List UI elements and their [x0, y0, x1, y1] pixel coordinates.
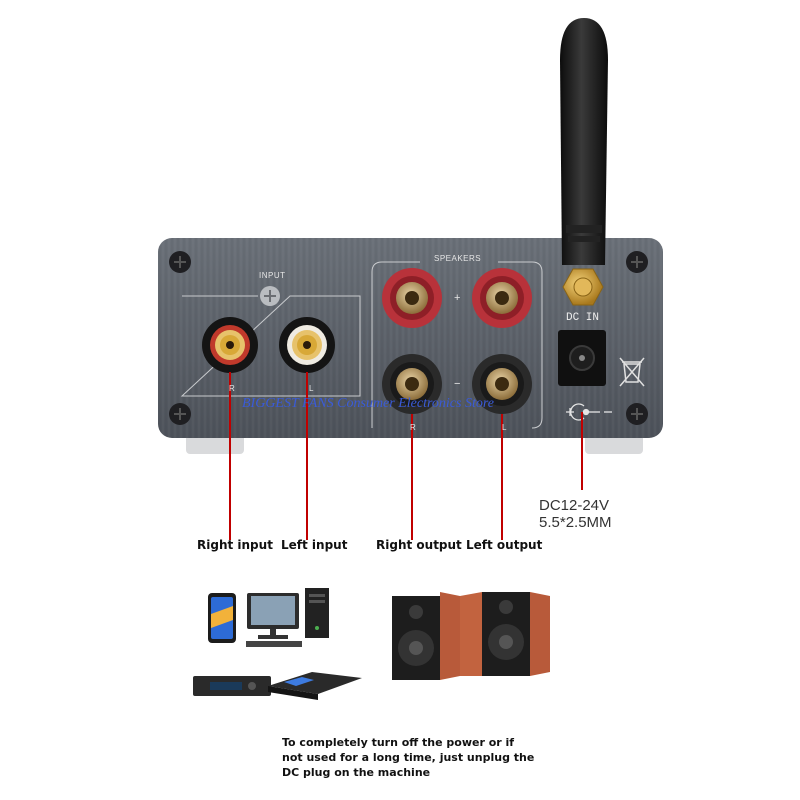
source-devices-illustration	[193, 588, 362, 700]
power-off-note: To completely turn off the power or if n…	[282, 735, 534, 780]
binding-post-right-positive[interactable]	[382, 268, 442, 328]
speaker-plus-label: +	[454, 292, 461, 304]
dc-in-label: DC IN	[566, 312, 600, 324]
right-input-label: Right input	[197, 538, 273, 552]
input-l-label: L	[309, 384, 314, 393]
speaker-l-label: L	[502, 423, 507, 432]
ground-screw	[260, 286, 280, 306]
dc-power-jack[interactable]	[558, 330, 606, 386]
right-output-label: Right output	[376, 538, 462, 552]
rca-right-input[interactable]	[202, 317, 258, 373]
rca-left-input[interactable]	[279, 317, 335, 373]
binding-post-left-positive[interactable]	[472, 268, 532, 328]
note-line1: To completely turn off the power or if	[282, 736, 515, 749]
speakers-group-outline	[371, 261, 543, 429]
dc-voltage-spec: DC12-24V 5.5*2.5MM	[539, 497, 612, 531]
bookshelf-speakers-illustration	[392, 592, 550, 680]
left-input-label: Left input	[281, 538, 348, 552]
note-line2: not used for a long time, just unplug th…	[282, 751, 535, 764]
note-line3: DC plug on the machine	[282, 766, 431, 779]
speakers-label: SPEAKERS	[434, 254, 482, 263]
weee-disposal-icon	[619, 357, 645, 387]
dc-spec-line1: DC12-24V	[539, 497, 610, 514]
corner-screws	[169, 251, 648, 425]
speaker-minus-label: −	[454, 378, 461, 390]
input-label: INPUT	[259, 271, 286, 280]
callout-lines	[229, 372, 583, 540]
polarity-symbol-icon	[566, 403, 612, 421]
binding-post-right-negative[interactable]	[382, 354, 442, 414]
speaker-r-label: R	[410, 423, 417, 432]
binding-post-left-negative[interactable]	[472, 354, 532, 414]
bluetooth-antenna[interactable]	[560, 18, 608, 306]
input-r-label: R	[229, 384, 236, 393]
left-output-label: Left output	[466, 538, 543, 552]
store-watermark: BIGGEST FANS Consumer Electronics Store	[242, 396, 494, 411]
dc-spec-line2: 5.5*2.5MM	[539, 514, 612, 531]
